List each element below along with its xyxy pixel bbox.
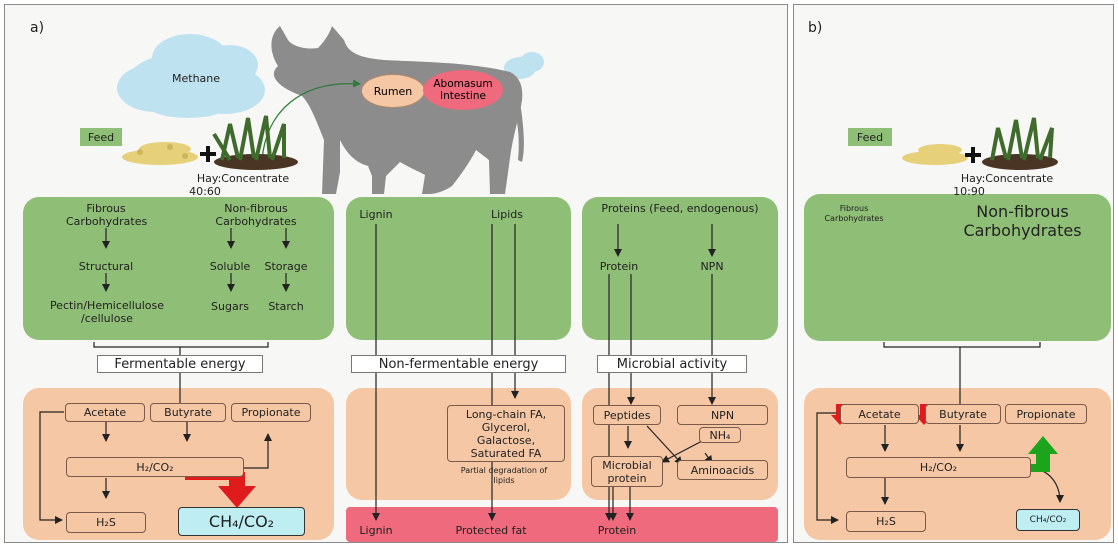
nh4-box: NH₄	[699, 427, 741, 443]
concentrate-grain-icon-b	[902, 144, 968, 165]
h2s-box-b: H₂S	[846, 511, 926, 532]
aminoacids-box: Aminoacids	[677, 460, 768, 480]
ch4co2-box: CH₄/CO₂	[178, 507, 305, 536]
lignin-outflow-label: Lignin	[359, 524, 393, 537]
npn-box: NPN	[677, 405, 768, 425]
h2s-box: H₂S	[66, 512, 146, 533]
partial-degradation-note: Partial degradation of lipids	[460, 466, 548, 485]
structural-label: Structural	[78, 260, 134, 273]
concentrate-grain-icon	[122, 142, 198, 165]
methane-label: Methane	[172, 72, 221, 85]
soluble-label: Soluble	[209, 260, 251, 273]
fibrous-carbohydrates: Fibrous Carbohydrates	[66, 202, 148, 228]
plus-icon	[200, 146, 216, 162]
fermentable-energy-label: Fermentable energy	[97, 355, 263, 373]
sugars-label: Sugars	[211, 300, 249, 313]
hay-grass-icon	[212, 115, 298, 170]
panel-a-label: a)	[30, 20, 45, 36]
plus-icon-b	[965, 147, 981, 163]
feed-badge-b: Feed	[848, 128, 892, 146]
acetate-box-b: Acetate	[840, 404, 919, 424]
ratio-value-b: 10:90	[953, 185, 985, 198]
h2co2-box: H₂/CO₂	[66, 457, 244, 477]
nonfermentable-energy-label: Non-fermentable energy	[351, 355, 566, 373]
feed-badge: Feed	[80, 128, 122, 146]
storage-label: Storage	[264, 260, 308, 273]
fatty-acids-box: Long-chain FA, Glycerol, Galactose, Satu…	[447, 405, 565, 462]
protein-label: Protein	[599, 260, 639, 273]
protected-fat-label: Protected fat	[455, 524, 527, 537]
outflow-bar	[346, 507, 778, 542]
nonfibrous-carbohydrates: Non-fibrous Carbohydrates	[215, 202, 297, 228]
npn-label: NPN	[700, 260, 724, 273]
panel-b-green-box	[804, 194, 1111, 341]
panel-b-label: b)	[808, 20, 823, 36]
lignin-label: Lignin	[359, 208, 393, 221]
proteins-green-box	[582, 197, 778, 340]
ratio-title-b: Hay:Concentrate	[960, 172, 1054, 185]
peptides-box: Peptides	[593, 405, 661, 425]
h2co2-box-b: H₂/CO₂	[846, 457, 1031, 478]
decrease-arrow	[185, 472, 256, 508]
abomasum-organ: Abomasum Intestine	[423, 70, 503, 110]
propionate-box: Propionate	[231, 403, 311, 422]
protein-outflow-label: Protein	[597, 524, 637, 537]
carbohydrates-green-box	[23, 197, 334, 340]
fibrous-carbohydrates-b: Fibrous Carbohydrates	[824, 204, 884, 223]
hay-grass-icon-b	[982, 117, 1058, 170]
acetate-box: Acetate	[65, 403, 145, 422]
proteins-label: Proteins (Feed, endogenous)	[601, 202, 759, 215]
butyrate-box-b: Butyrate	[925, 404, 1001, 424]
pectin-label: Pectin/Hemicellulose /cellulose	[49, 299, 165, 325]
increase-arrow	[972, 436, 1058, 472]
microbial-protein-box: Microbial protein	[591, 456, 663, 487]
ratio-value: 40:60	[189, 185, 221, 198]
propionate-box-b: Propionate	[1005, 404, 1087, 424]
cow-silhouette	[271, 26, 524, 194]
ratio-title: Hay:Concentrate	[196, 172, 290, 185]
butyrate-box: Butyrate	[150, 403, 226, 422]
rumen-organ: Rumen	[361, 74, 425, 108]
lignin-lipids-green-box	[346, 197, 571, 340]
nonfibrous-carbohydrates-b: Non-fibrous Carbohydrates	[963, 202, 1082, 240]
ch4co2-box-b: CH₄/CO₂	[1016, 509, 1080, 531]
starch-label: Starch	[268, 300, 304, 313]
microbial-activity-label: Microbial activity	[597, 355, 747, 373]
lipids-label: Lipids	[491, 208, 523, 221]
